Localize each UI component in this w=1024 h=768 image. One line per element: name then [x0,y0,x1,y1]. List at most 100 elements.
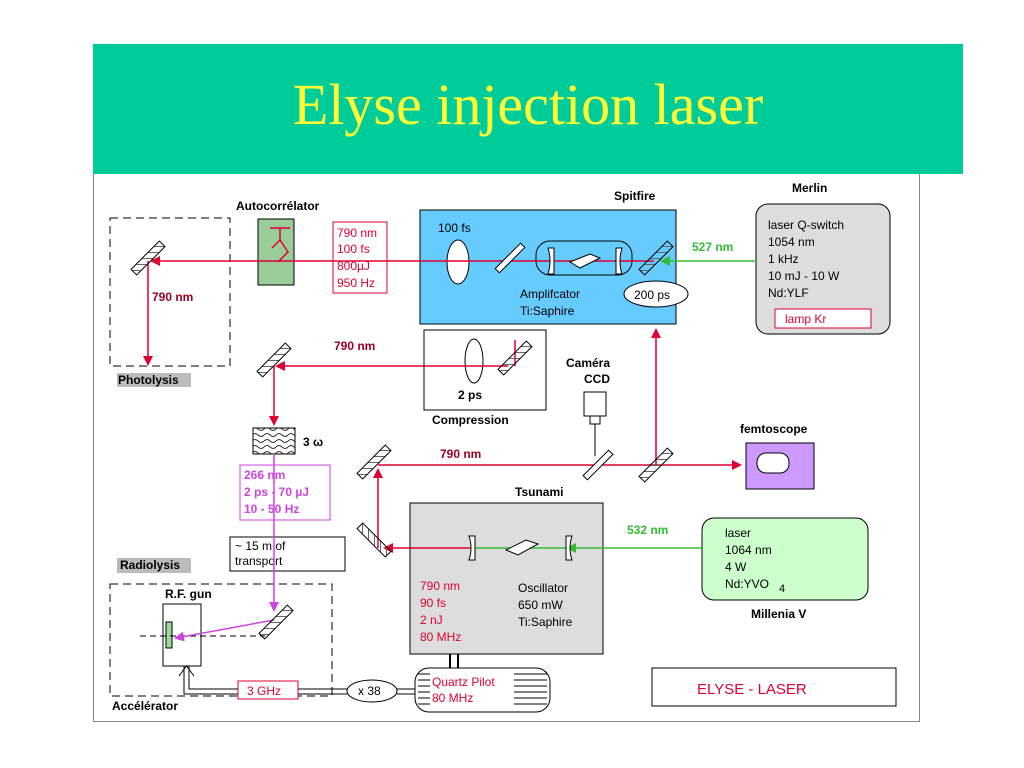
osc-crystal [504,539,540,556]
merlin-line5: Nd:YLF [768,286,809,300]
camera-line1: Caméra [566,356,610,370]
merlin-line3: 1 kHz [768,252,799,266]
osc-mirror-left [468,535,476,561]
mirror-lower-left [356,522,392,558]
tsunami-duration: 90 fs [420,596,446,610]
tsunami-medium: Ti:Saphire [518,615,573,629]
beams [143,256,756,695]
radiolysis-label-bg [117,558,191,573]
harmonic-wavelength: 266 nm [244,468,285,482]
tsunami-energy: 2 nJ [420,613,443,627]
amp-crystal [568,253,602,269]
autocorrelator-path [270,227,290,263]
pulse-duration: 100 fs [337,242,370,256]
photolysis-beam-label: 790 nm [152,290,193,304]
tsunami-label: Tsunami [515,485,563,499]
quartz-line2: 80 MHz [432,691,473,705]
footer-box [651,667,897,707]
amp-mirror-left [547,247,555,275]
merlin-line4: 10 mJ - 10 W [768,269,840,283]
radiolysis-label: Radiolysis [120,558,180,572]
quartz-line1: Quartz Pilot [432,675,495,689]
merlin: Merlin laser Q-switch 1054 nm 1 kHz 10 m… [692,181,891,335]
millenia-beam-label: 532 nm [627,523,668,537]
photocathode [165,621,173,649]
quartz-pilot: Quartz Pilot 80 MHz [414,667,551,713]
footer: ELYSE - LASER [651,667,897,707]
transport-box [229,536,346,572]
harmonic-label: 3 ω [303,435,323,449]
compression-lens [464,338,484,384]
harmonic-info-box [239,464,331,521]
mirror-photolysis [130,240,166,276]
radiolysis: Radiolysis R.F. gun Accélérator 3 GHz x … [109,558,398,713]
spitfire-label: Spitfire [614,189,656,203]
autocorrelator-label: Autocorrélator [236,199,320,213]
mirrors [130,240,674,640]
cavity-optics [468,247,623,561]
tsunami-power: 650 mW [518,598,563,612]
harmonic: 3 ω 266 nm 2 ps - 70 µJ 10 - 50 Hz [239,427,331,521]
autocorrelator: Autocorrélator [236,199,320,286]
pulse-wavelength: 790 nm [337,226,377,240]
mirror-spitfire [638,240,674,276]
compression-beam-label: 790 nm [334,339,375,353]
rf-arrow [178,665,195,677]
amplifier-label: Amplifcator [520,287,580,301]
mirror-femtoscope [638,447,674,483]
harmonic-crystal [252,427,296,455]
compression: 2 ps Compression 790 nm [334,329,547,427]
pulse-energy: 800µJ [337,259,370,273]
millenia-line3: 4 W [725,560,747,574]
photolysis-label: Photolysis [118,373,179,387]
rf-box [237,680,299,700]
merlin-beam-label: 527 nm [692,240,733,254]
merlin-label: Merlin [792,181,827,195]
spitfire-lens [446,239,470,285]
merlin-line1: laser Q-switch [768,218,844,232]
photolysis-label-bg [117,373,191,387]
multiplier-label: x 38 [358,684,381,698]
mirror-upper-left [356,444,392,480]
millenia-line4-sub: 4 [779,583,785,595]
camera-body [583,391,607,417]
footer-label: ELYSE - LASER [697,681,807,698]
camera: Caméra CCD [566,356,610,456]
mirror-compression-left [256,342,292,378]
accelerator-label: Accélérator [112,699,178,713]
mirror-spitfire-splitter [494,242,526,274]
compression-label: Compression [432,413,509,427]
transport: ~ 15 m of transport [229,536,346,572]
lamp-label: lamp Kr [785,312,826,326]
tsunami-rate: 80 MHz [420,630,461,644]
pulse-rate: 950 Hz [337,276,375,290]
spitfire-medium: Ti:Saphire [520,304,575,318]
millenia-line4: Nd:YVO [725,577,769,591]
tsunami-box [409,502,604,655]
stretch-ellipse [623,280,689,308]
mid-beam-label: 790 nm [440,447,481,461]
splitter-camera [582,449,614,481]
beam-uv-gun [174,619,275,642]
spitfire: Spitfire 100 fs Amplifcator Ti:Saphire 2… [419,189,689,325]
title-bar: Elyse injection laser [93,44,963,174]
slide-title: Elyse injection laser [292,72,764,137]
diagram-frame [93,174,920,722]
multiplier-ellipse [346,679,398,703]
spitfire-stretch: 200 ps [634,288,670,302]
mirror-rf-gun [258,604,294,640]
camera-lens [589,415,601,425]
amplifier-cavity [535,240,633,276]
merlin-box [755,203,891,335]
amp-mirror-right [615,247,623,275]
rf-gun-label: R.F. gun [165,587,212,601]
spitfire-duration: 100 fs [438,221,471,235]
harmonic-pulse: 2 ps - 70 µJ [244,485,309,499]
tsunami-wavelength: 790 nm [420,579,460,593]
lamp-box [774,308,872,329]
merlin-line2: 1054 nm [768,235,815,249]
femtoscope: femtoscope [740,422,815,490]
harmonic-rate: 10 - 50 Hz [244,502,299,516]
rf-line-2 [188,666,238,690]
